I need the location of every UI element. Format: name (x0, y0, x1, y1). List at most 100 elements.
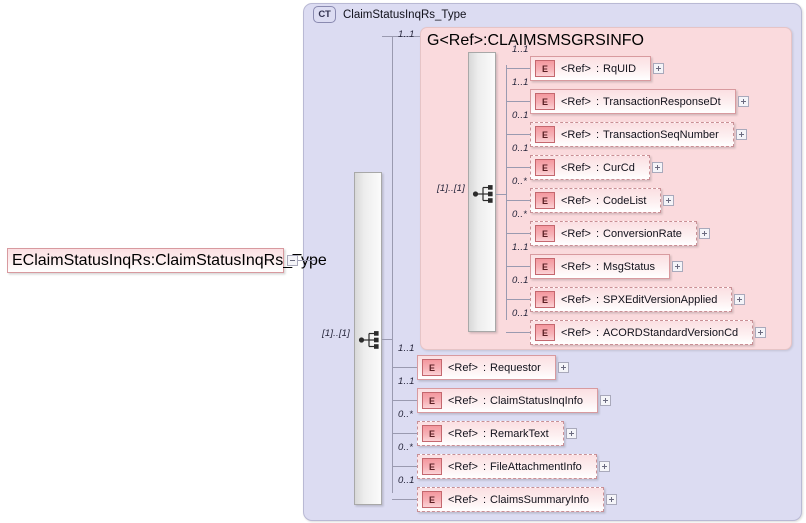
outer-sequence-cardinality: [1]..[1] (322, 328, 351, 339)
expand-button[interactable] (558, 362, 569, 373)
element-node[interactable]: E<Ref>:CodeList (530, 188, 662, 213)
element-icon: E (535, 192, 555, 209)
complextype-title: ClaimStatusInqRs_Type (343, 8, 467, 21)
element-node[interactable]: E<Ref>:FileAttachmentInfo (417, 454, 597, 479)
connector-stub (506, 101, 530, 102)
element-ref-label: <Ref> (561, 326, 591, 339)
element-ref-label: <Ref> (561, 161, 591, 174)
connector-outer-bar-to-trunk (382, 339, 393, 340)
element-name: RqUID (603, 62, 637, 75)
cardinality-label: 0..1 (512, 110, 529, 121)
cardinality-label: 0..* (512, 176, 528, 187)
element-node[interactable]: E<Ref>:CurCd (530, 155, 650, 180)
group-icon: G (427, 31, 440, 49)
element-icon: E (535, 258, 555, 275)
element-ref-label: <Ref> (448, 460, 478, 473)
connector-stub (392, 466, 417, 467)
element-ref-label: <Ref> (561, 194, 591, 207)
cardinality-label: 1..1 (398, 376, 415, 387)
cardinality-label: 1..1 (512, 242, 529, 253)
connector-stub (506, 266, 530, 267)
element-icon: E (535, 93, 555, 110)
element-icon: E (422, 491, 442, 508)
root-collapse-button[interactable] (287, 255, 298, 266)
element-ref-label: <Ref> (448, 427, 478, 440)
element-ref-label: <Ref> (448, 493, 478, 506)
expand-button[interactable] (652, 162, 663, 173)
expand-button[interactable] (606, 494, 617, 505)
expand-button[interactable] (734, 294, 745, 305)
connector-to-group (382, 36, 420, 37)
element-separator: : (595, 293, 600, 306)
connector-stub (392, 433, 417, 434)
cardinality-label: 0..* (398, 442, 414, 453)
expand-button[interactable] (566, 428, 577, 439)
expand-button[interactable] (663, 195, 674, 206)
connector-stub (506, 68, 530, 69)
element-node[interactable]: E<Ref>:TransactionSeqNumber (530, 122, 734, 147)
group-ref-label: <Ref> (439, 31, 484, 49)
expand-button[interactable] (672, 261, 683, 272)
expand-button[interactable] (699, 228, 710, 239)
root-element-node[interactable]: E ClaimStatusInqRs : ClaimStatusInqRs_Ty… (7, 248, 327, 273)
complextype-tag-icon: CT (313, 6, 336, 23)
expand-button[interactable] (653, 63, 664, 74)
element-ref-label: <Ref> (561, 95, 591, 108)
element-ref-label: <Ref> (448, 394, 478, 407)
element-separator: : (595, 95, 600, 108)
element-node[interactable]: E<Ref>:SPXEditVersionApplied (530, 287, 733, 312)
element-name: CurCd (603, 161, 635, 174)
expand-button[interactable] (755, 327, 766, 338)
element-node[interactable]: E<Ref>:ClaimStatusInqInfo (417, 388, 598, 413)
outer-branch-trunk (392, 36, 393, 493)
element-node[interactable]: E <Ref>:MsgStatus (530, 254, 670, 279)
element-ref-label: <Ref> (561, 260, 591, 273)
element-separator: : (595, 326, 600, 339)
element-ref-label: <Ref> (561, 128, 591, 141)
connector-inner-bar-to-trunk (496, 194, 507, 195)
element-node[interactable]: E <Ref>:ClaimsSummaryInfo (417, 487, 605, 512)
inner-branch-trunk (506, 65, 507, 320)
element-icon: E (535, 60, 555, 77)
element-separator: : (595, 194, 600, 207)
expand-button[interactable] (600, 395, 611, 406)
element-icon: E (422, 425, 442, 442)
element-ref-label: <Ref> (561, 293, 591, 306)
element-icon: E (422, 458, 442, 475)
inner-sequence-cardinality: [1]..[1] (437, 183, 466, 194)
element-node[interactable]: E<Ref>:RqUID (530, 56, 652, 81)
cardinality-label: 0..1 (398, 475, 415, 486)
element-name: ClaimsSummaryInfo (490, 493, 590, 506)
complextype-header: CT ClaimStatusInqRs_Type (313, 6, 466, 23)
connector-stub (506, 299, 530, 300)
element-name: ClaimStatusInqInfo (490, 394, 583, 407)
expand-button[interactable] (738, 96, 749, 107)
expand-button[interactable] (599, 461, 610, 472)
cardinality-label: 0..1 (512, 308, 529, 319)
element-separator: : (482, 493, 487, 506)
element-name: MsgStatus (603, 260, 655, 273)
group-cardinality: 1..1 (398, 29, 415, 40)
element-icon: E (535, 291, 555, 308)
sequence-icon-inner (472, 185, 493, 203)
element-separator: : (595, 128, 600, 141)
connector-stub (392, 367, 417, 368)
group-node[interactable]: G <Ref> : CLAIMSMSGRSINFO (427, 31, 644, 50)
element-separator: : (482, 460, 487, 473)
element-icon: E (12, 251, 23, 269)
cardinality-label: 1..1 (512, 77, 529, 88)
connector-stub (506, 332, 530, 333)
element-node[interactable]: E<Ref>:ConversionRate (530, 221, 697, 246)
element-separator: : (595, 260, 600, 273)
element-node[interactable]: E<Ref>:ACORDStandardVersionCd (530, 320, 754, 345)
element-node[interactable]: E<Ref>:TransactionResponseDt (530, 89, 736, 114)
element-node[interactable]: E<Ref>:RemarkText (417, 421, 564, 446)
element-separator: : (595, 161, 600, 174)
element-separator: : (482, 394, 487, 407)
element-node[interactable]: E<Ref>:Requestor (417, 355, 556, 380)
expand-button[interactable] (736, 129, 747, 140)
connector-root-to-complextype (298, 260, 316, 261)
cardinality-label: 0..* (512, 209, 528, 220)
element-separator: : (482, 427, 487, 440)
